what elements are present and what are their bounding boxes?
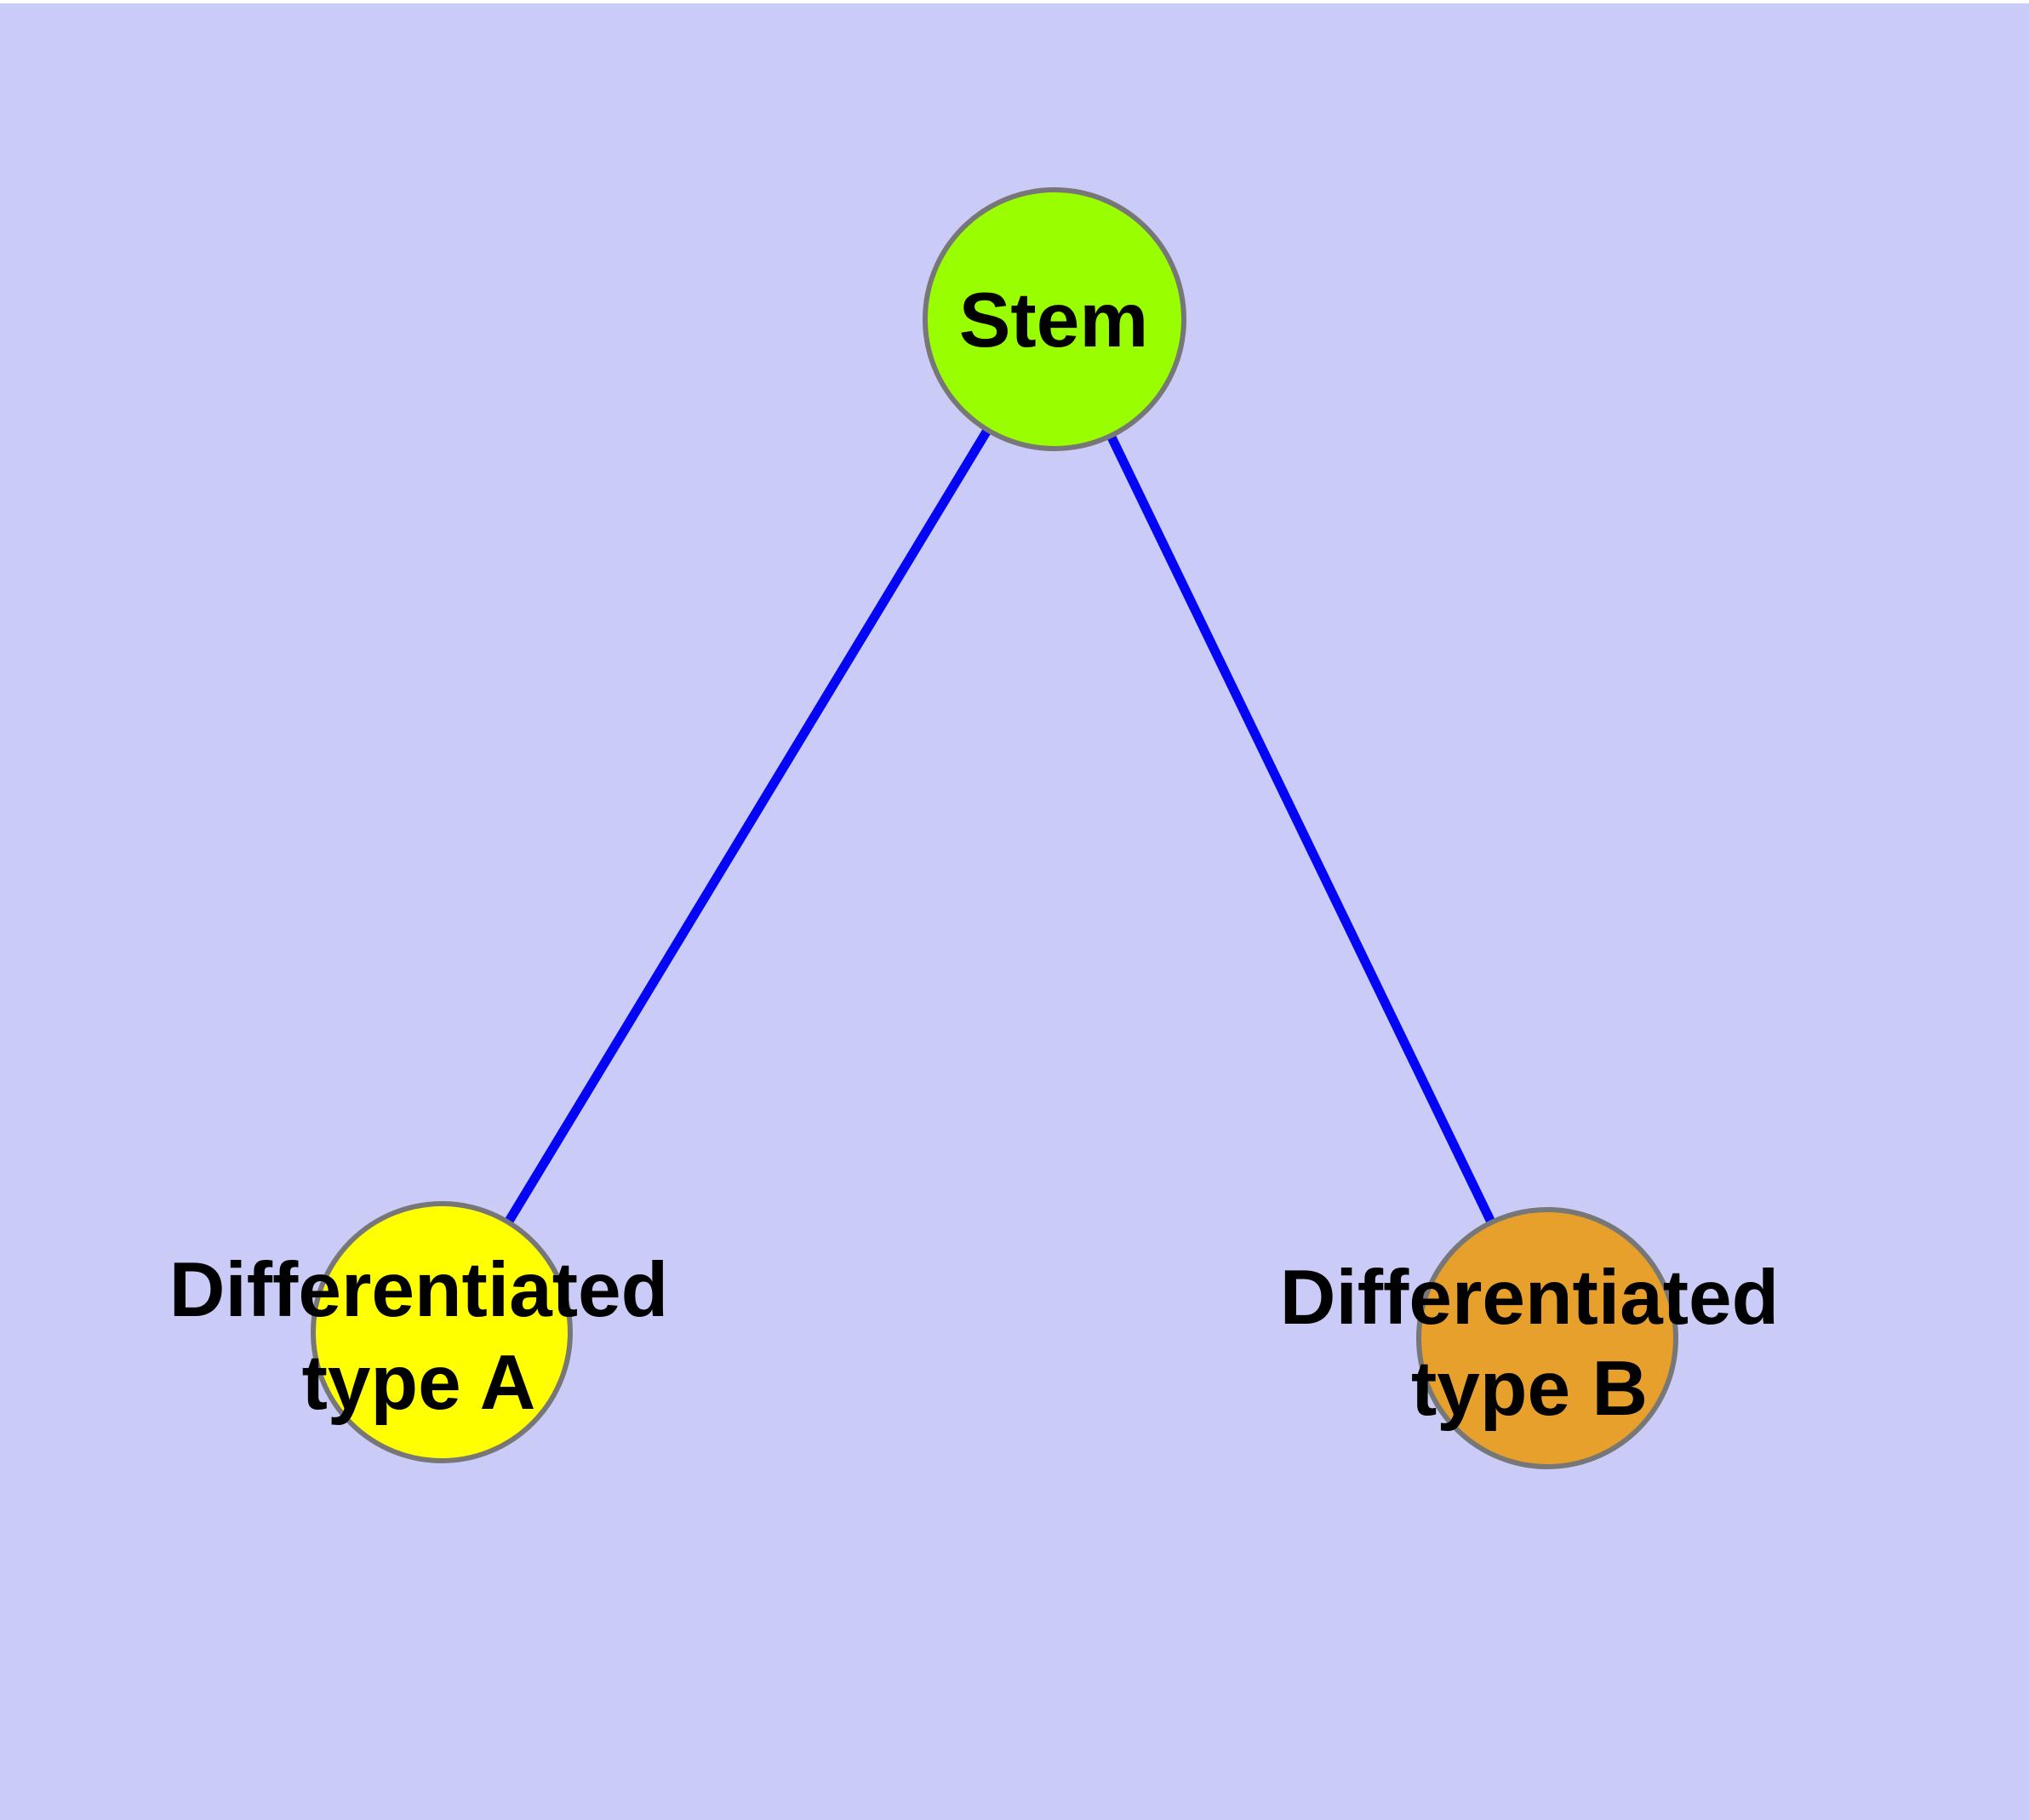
- node-differentiated-type-b-label-line-1: Differentiated: [1280, 1255, 1780, 1341]
- node-differentiated-type-b: [1416, 1207, 1678, 1469]
- node-stem: [923, 187, 1186, 451]
- node-differentiated-type-a-label-line-2: type A: [302, 1340, 536, 1426]
- edge-stem-to-differentiated-type-a: [437, 317, 1059, 1335]
- node-differentiated-type-a: [311, 1201, 573, 1463]
- edge-stem-to-differentiated-type-b: [1050, 317, 1552, 1341]
- node-stem-label-line-1: Stem: [959, 278, 1149, 363]
- node-differentiated-type-a-label-line-1: Differentiated: [169, 1247, 669, 1333]
- node-stem-label: Stem: [959, 278, 1149, 363]
- node-differentiated-type-b-label-line-2: type B: [1411, 1346, 1648, 1432]
